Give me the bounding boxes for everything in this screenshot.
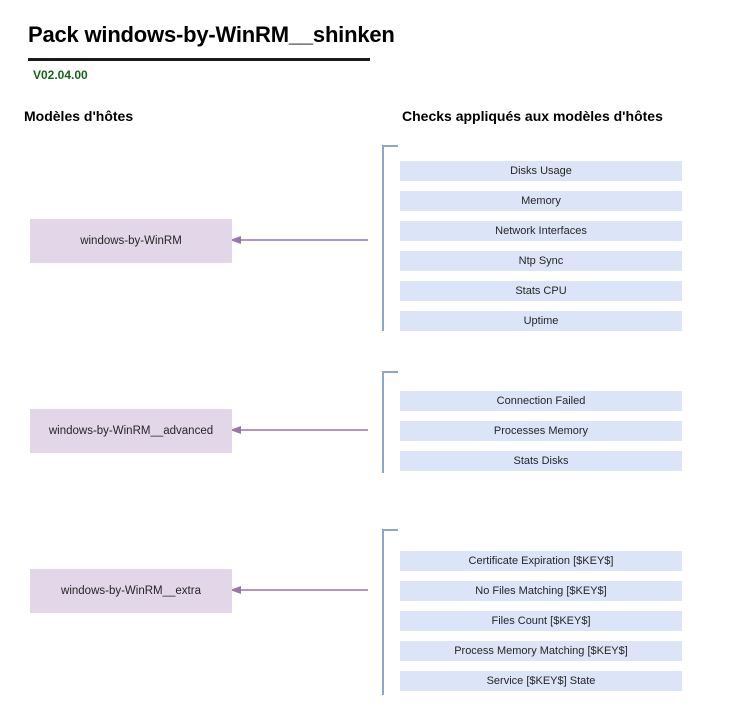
check-pill[interactable]: Processes Memory [400, 421, 682, 441]
group-bracket [382, 529, 398, 695]
check-pill-label: Connection Failed [496, 395, 586, 407]
check-pill[interactable]: Service [$KEY$] State [400, 671, 682, 691]
host-template-label: windows-by-WinRM__extra [61, 585, 201, 597]
group-to-host-arrow [230, 423, 370, 437]
host-template-box[interactable]: windows-by-WinRM [30, 219, 232, 263]
title-divider [28, 58, 370, 61]
check-pill[interactable]: Memory [400, 191, 682, 211]
check-pill[interactable]: Stats Disks [400, 451, 682, 471]
check-pill-label: Process Memory Matching [$KEY$] [454, 645, 628, 657]
check-pill[interactable]: Stats CPU [400, 281, 682, 301]
group-to-host-arrow [230, 583, 370, 597]
check-pill-label: Processes Memory [493, 425, 589, 437]
check-pill[interactable]: No Files Matching [$KEY$] [400, 581, 682, 601]
check-pill[interactable]: Connection Failed [400, 391, 682, 411]
column-heading-host-templates: Modèles d'hôtes [24, 108, 134, 124]
group-bracket [382, 371, 398, 473]
host-template-box[interactable]: windows-by-WinRM__advanced [30, 409, 232, 453]
host-template-label: windows-by-WinRM__advanced [48, 425, 214, 437]
column-heading-checks: Checks appliqués aux modèles d'hôtes [402, 108, 663, 124]
check-pill[interactable]: Certificate Expiration [$KEY$] [400, 551, 682, 571]
check-pill-label: Disks Usage [510, 165, 572, 177]
check-pill-label: Certificate Expiration [$KEY$] [468, 555, 614, 567]
group-to-host-arrow [230, 233, 370, 247]
check-pill[interactable]: Files Count [$KEY$] [400, 611, 682, 631]
check-pill[interactable]: Uptime [400, 311, 682, 331]
page-title: Pack windows-by-WinRM__shinken [28, 22, 395, 47]
check-pill-label: Stats CPU [515, 285, 567, 297]
host-template-label: windows-by-WinRM [80, 235, 182, 247]
check-pill-label: Memory [521, 195, 561, 207]
check-pill-label: Service [$KEY$] State [486, 675, 596, 687]
version-label: V02.04.00 [33, 68, 88, 82]
check-pill[interactable]: Network Interfaces [400, 221, 682, 241]
check-pill-label: Uptime [523, 315, 559, 327]
check-pill-label: Ntp Sync [518, 255, 564, 267]
group-bracket [382, 145, 398, 331]
check-pill-label: Stats Disks [513, 455, 569, 467]
check-pill[interactable]: Process Memory Matching [$KEY$] [400, 641, 682, 661]
check-pill[interactable]: Disks Usage [400, 161, 682, 181]
host-template-box[interactable]: windows-by-WinRM__extra [30, 569, 232, 613]
check-pill-label: Network Interfaces [495, 225, 587, 237]
check-pill-label: Files Count [$KEY$] [491, 615, 591, 627]
check-pill[interactable]: Ntp Sync [400, 251, 682, 271]
check-pill-label: No Files Matching [$KEY$] [475, 585, 607, 597]
